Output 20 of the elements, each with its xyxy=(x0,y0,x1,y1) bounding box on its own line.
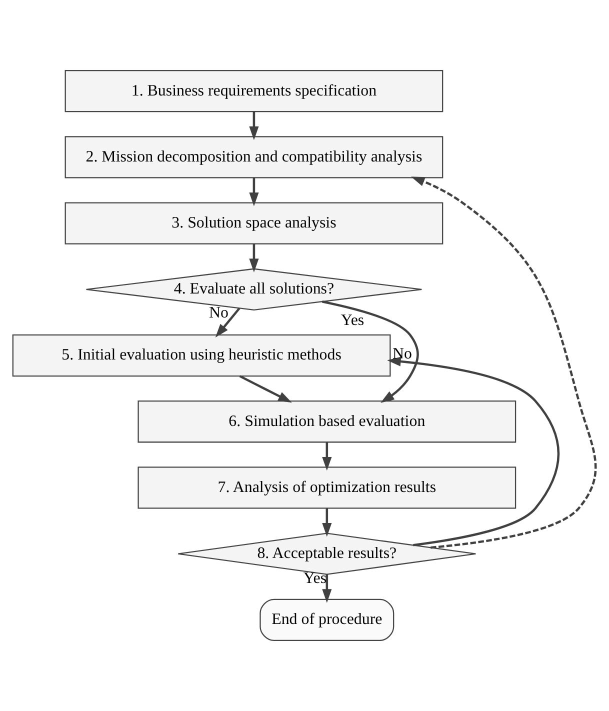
node-box: 2. Mission decomposition and compatibility analysis xyxy=(64,136,444,178)
arrow xyxy=(322,574,332,603)
edge-label: Yes xyxy=(340,312,364,329)
arrow xyxy=(322,442,332,471)
arrow xyxy=(249,178,259,206)
arrow xyxy=(411,176,597,549)
arrow xyxy=(322,300,419,403)
node-box: 5. Initial evaluation using heuristic methods xyxy=(12,334,391,377)
arrow xyxy=(322,508,332,537)
node-box: 6. Simulation based evaluation xyxy=(138,400,516,443)
arrow xyxy=(387,356,560,546)
node-box: 3. Solution space analysis xyxy=(64,202,444,244)
arrow xyxy=(249,112,259,140)
arrow xyxy=(239,375,292,403)
arrow xyxy=(215,308,240,338)
node-box: End of procedure xyxy=(260,598,394,642)
node-box: 1. Business requirements specification xyxy=(64,70,444,112)
node-box: 7. Analysis of optimization results xyxy=(138,466,516,509)
edge-label: No xyxy=(392,345,412,362)
arrow xyxy=(249,244,259,272)
